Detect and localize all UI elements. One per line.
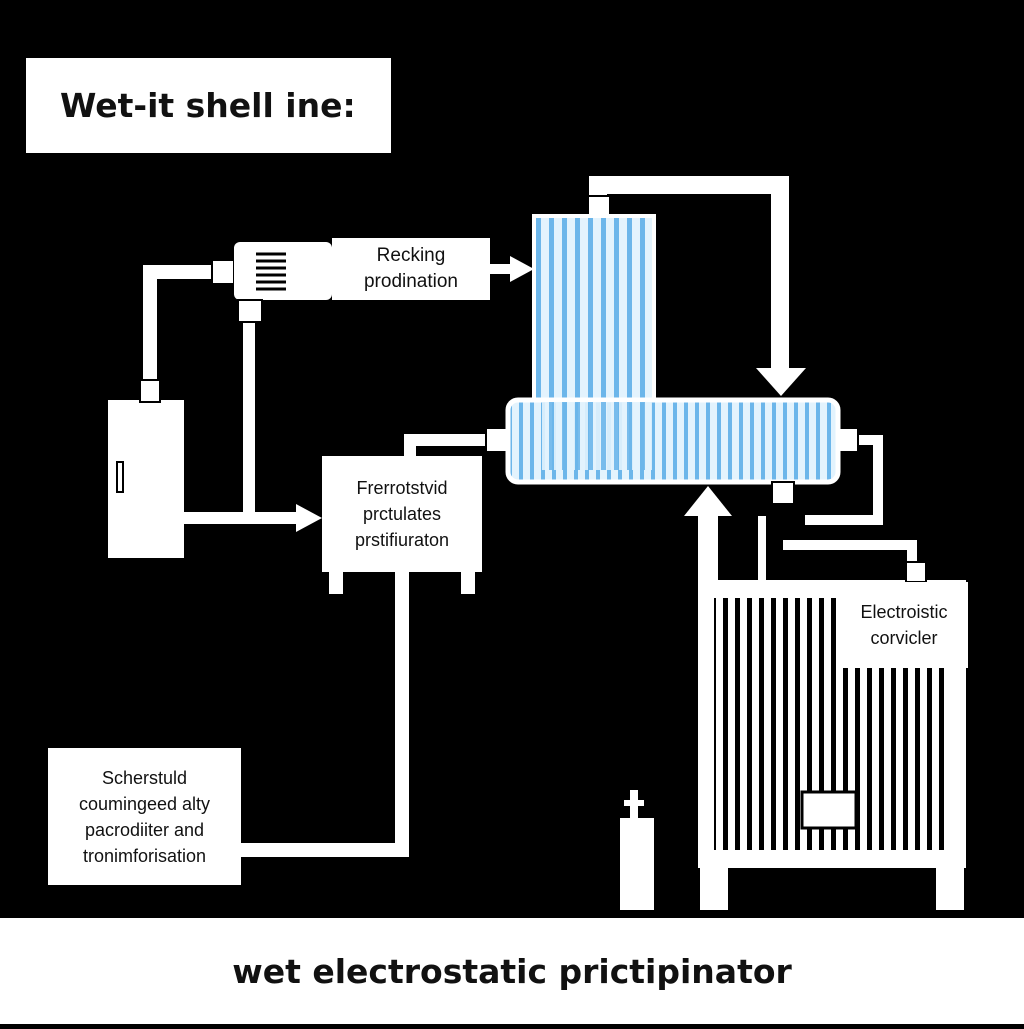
- label-scherstuld: Scherstuld coumingeed alty pacrodiiter a…: [48, 748, 241, 885]
- arrow-right-icon: [490, 256, 534, 282]
- pipe-tank-to-blower: [143, 265, 229, 392]
- caption-text: wet electrostatic prictipinator: [232, 951, 792, 991]
- arrow-up-icon: [684, 486, 732, 582]
- precipitation-box-legs: [329, 568, 475, 594]
- pipe-column-top: [589, 176, 789, 379]
- title-text: Wet-it shell ine:: [60, 86, 356, 125]
- arrow-down-icon: [756, 368, 806, 396]
- arrow-right-icon: [296, 504, 322, 532]
- electrode-column: [532, 195, 656, 404]
- pipe-vessel-right-down: [783, 540, 917, 575]
- pipe-box-to-vessel: [404, 434, 494, 462]
- gas-cylinder-icon: [620, 790, 654, 910]
- blower-unit: [211, 242, 332, 323]
- horizontal-vessel: [485, 397, 859, 505]
- label-electroistic: Electroistic corvicler: [840, 582, 968, 668]
- pipe-box-to-scherstuld: [235, 568, 409, 857]
- pipe-vessel-right: [805, 435, 883, 525]
- label-frerrotstvid: Frerrotstvid prctulates prstifiuraton: [322, 456, 482, 572]
- storage-tank: [108, 379, 184, 558]
- caption-strip: wet electrostatic prictipinator: [0, 918, 1024, 1024]
- diagram-title: Wet-it shell ine:: [26, 58, 391, 153]
- vent-grille-icon: [256, 252, 286, 291]
- label-recking: Recking prodination: [332, 238, 490, 300]
